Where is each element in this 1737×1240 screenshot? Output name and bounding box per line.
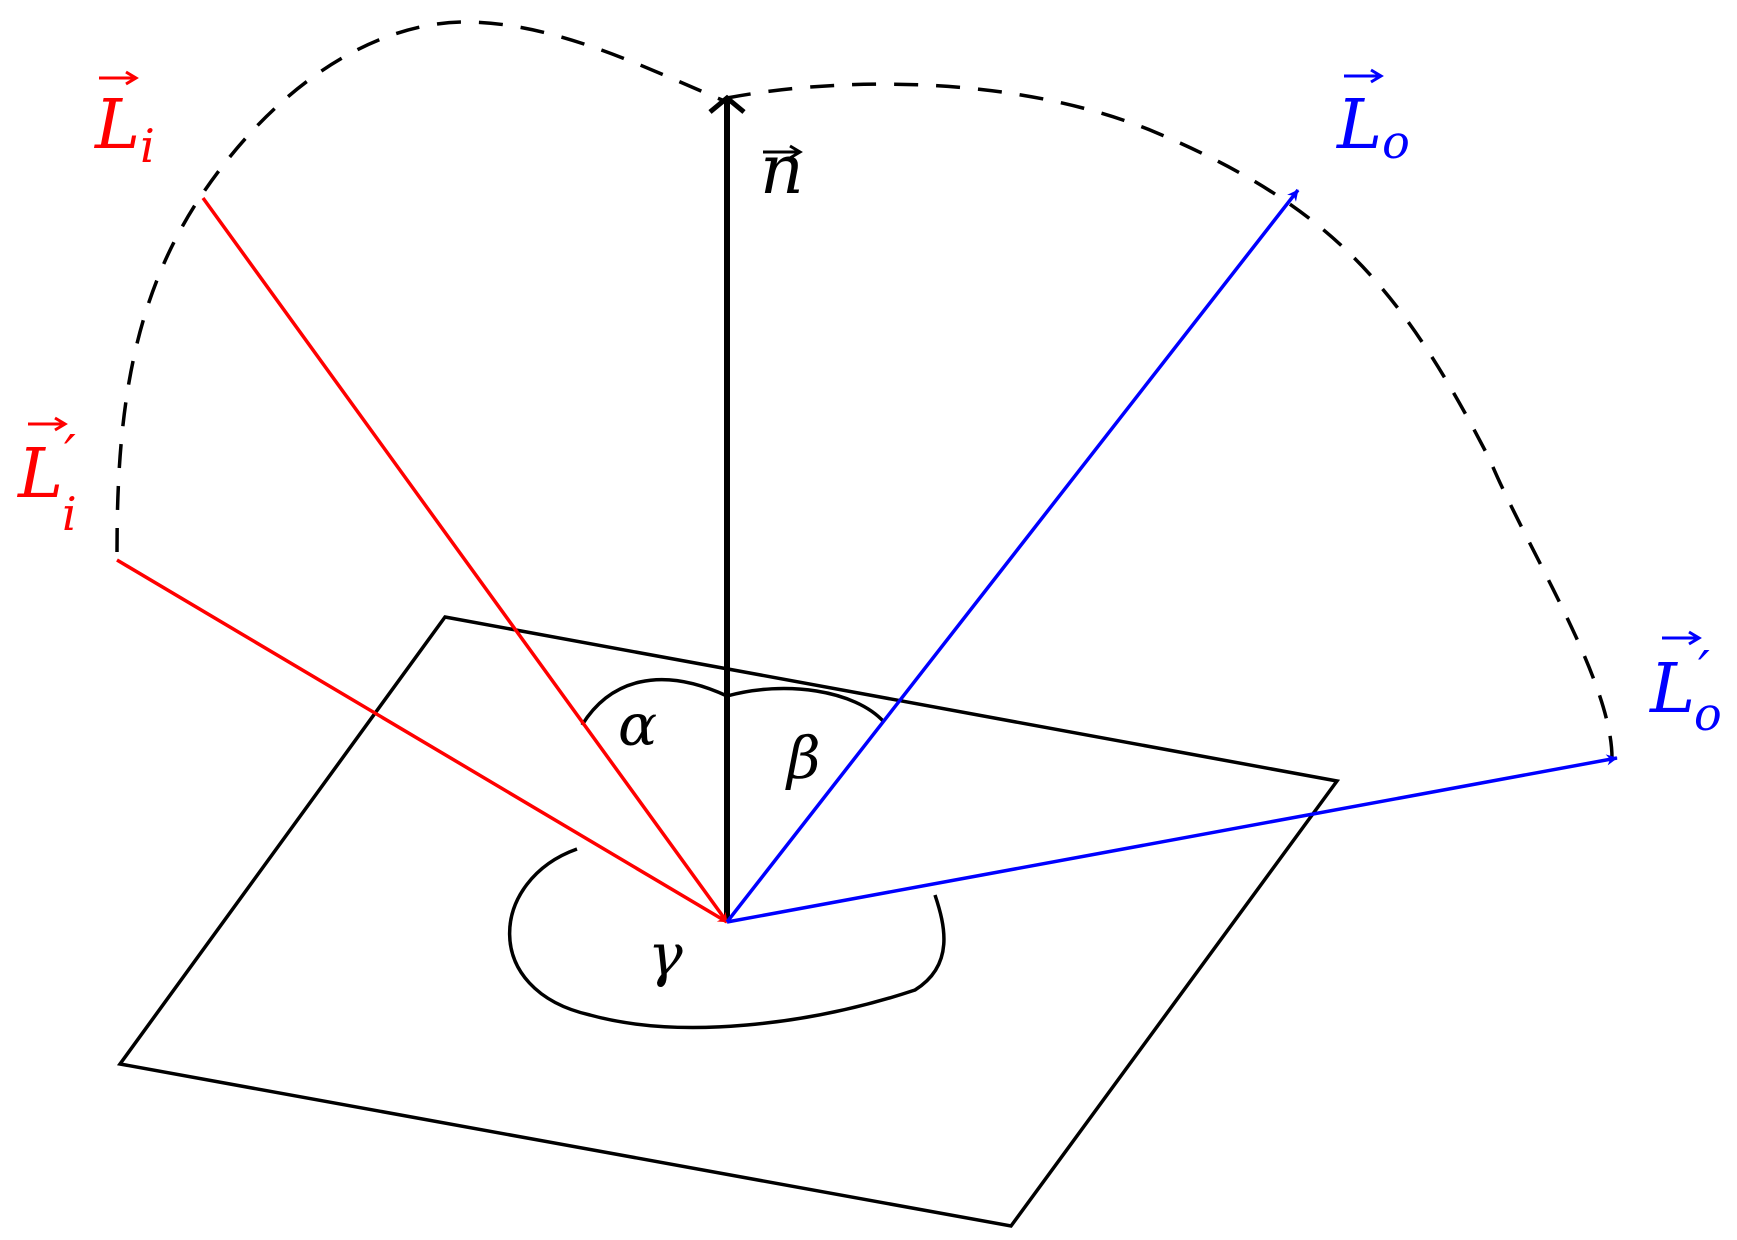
label-normal: n <box>760 131 804 210</box>
angle-arc-beta <box>726 686 886 724</box>
surface-plane <box>116 615 1341 1228</box>
svg-text:Lo: Lo <box>1335 86 1410 169</box>
vector-arrowhead-icon <box>125 70 139 86</box>
label-subscript: i <box>140 119 155 173</box>
vector-arrowhead-icon <box>1370 68 1384 84</box>
label-outgoing-main: Lo <box>1335 68 1410 169</box>
normal-arrowhead <box>708 94 746 114</box>
svg-text:Li: Li <box>93 86 155 173</box>
label-incident-prime: L ′ i <box>16 416 77 541</box>
label-incident-main: Li <box>93 70 155 173</box>
label-subscript: o <box>1694 687 1722 741</box>
vector-arrowhead-icon <box>54 416 68 432</box>
outgoing-ray-main <box>725 188 1300 924</box>
label-base: n <box>760 131 804 210</box>
outgoing-ray-prime <box>726 754 1618 924</box>
label-subscript: i <box>62 487 77 541</box>
angle-arc-gamma <box>507 847 946 1030</box>
guide-arc-outgoing <box>726 82 1614 759</box>
svg-text:L: L <box>16 435 63 514</box>
angle-gamma-label: γ <box>648 921 683 989</box>
vector-arrowhead-icon <box>1688 630 1702 646</box>
label-base: L <box>93 86 140 165</box>
label-subscript: o <box>1382 115 1410 169</box>
incident-ray-main <box>201 196 729 924</box>
angle-alpha-label: α <box>618 691 657 759</box>
angle-beta-label: β <box>785 724 821 792</box>
guide-arc-incident <box>115 20 728 553</box>
angle-arc-alpha <box>580 677 728 726</box>
incident-ray-prime <box>116 558 728 924</box>
label-outgoing-prime: L ′ o <box>1648 630 1722 741</box>
label-base: L <box>1335 86 1382 165</box>
label-base: L <box>16 435 63 514</box>
label-prime: ′ <box>64 425 76 485</box>
label-base: L <box>1648 650 1695 729</box>
svg-text:L: L <box>1648 650 1695 729</box>
vector-arrowhead-icon <box>789 144 803 160</box>
label-prime: ′ <box>1698 641 1710 701</box>
